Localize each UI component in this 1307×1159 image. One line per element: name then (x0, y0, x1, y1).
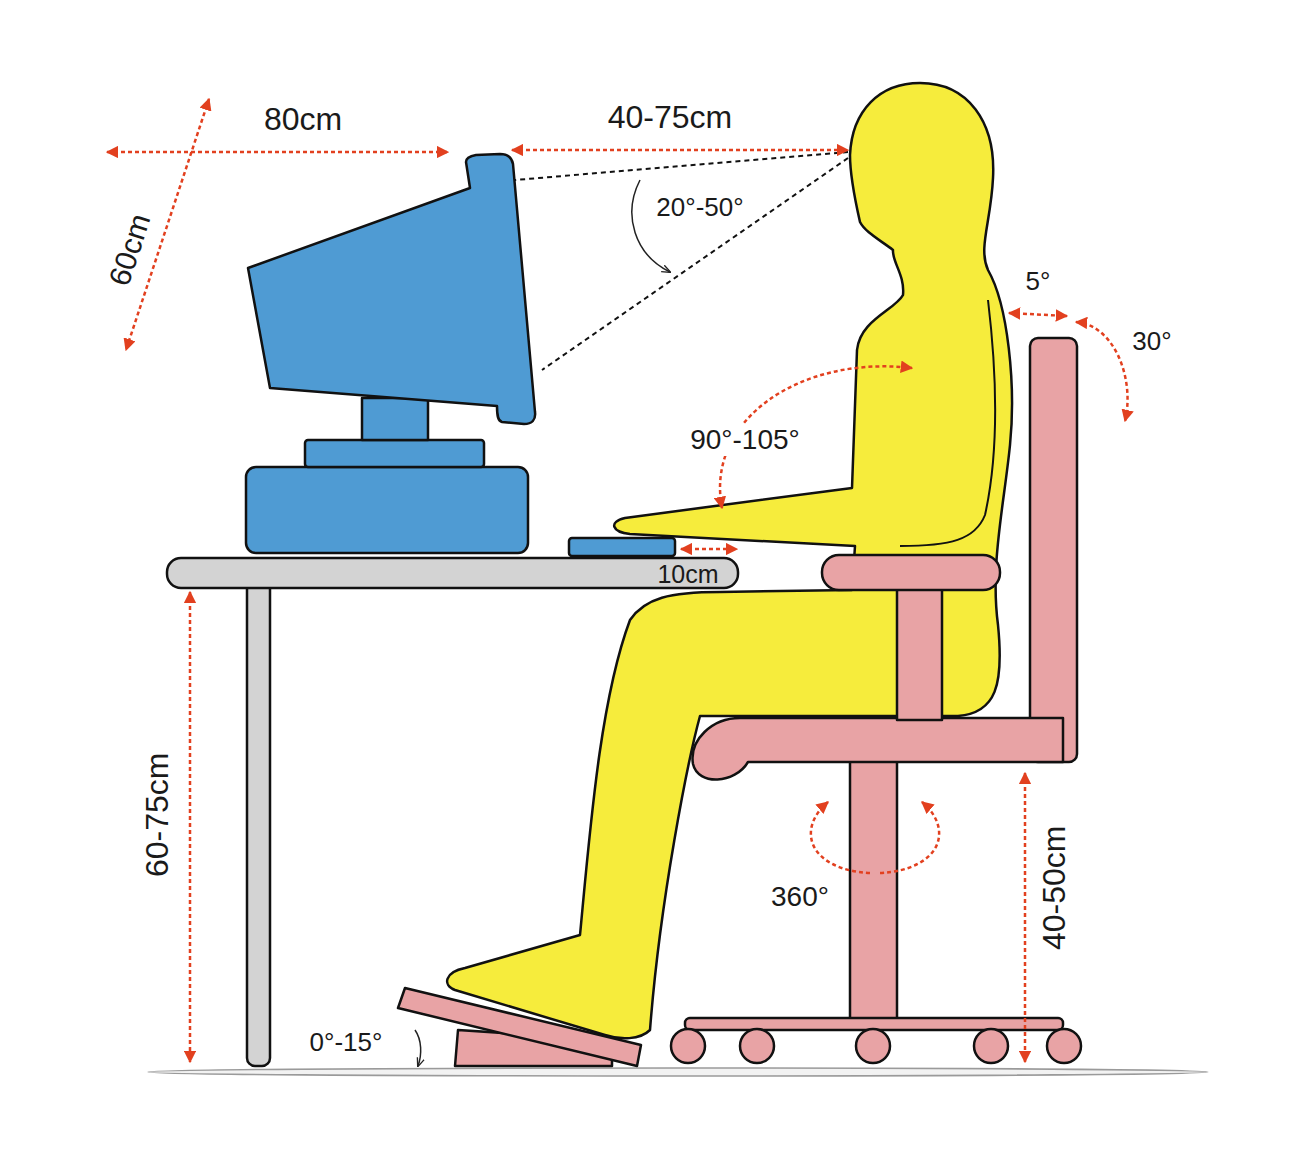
rotation-arrow (880, 802, 939, 873)
chair-wheel (1047, 1029, 1081, 1063)
desk-top (167, 558, 738, 588)
dimension-label: 30° (1129, 327, 1174, 356)
sight-line (515, 152, 848, 180)
footrest (398, 988, 641, 1066)
chair-post (850, 755, 897, 1021)
dimension-label: 0°-15° (307, 1028, 386, 1057)
armrest (822, 555, 1000, 590)
rotation-arrow (811, 802, 870, 873)
dimension-label: 360° (768, 881, 832, 912)
armrest-post (897, 585, 942, 720)
sight-lines (515, 152, 848, 370)
monitor-base (305, 440, 484, 467)
dimension-label: 80cm (261, 102, 345, 138)
dimension-label: 5° (1023, 267, 1054, 296)
chair-back (1030, 338, 1077, 762)
dimension-label-vertical: 40-50cm (1037, 823, 1073, 954)
angle-arrow (1076, 322, 1128, 421)
sight-line (542, 158, 848, 370)
dimension-arrow (681, 548, 737, 551)
chair-wheel (671, 1029, 705, 1063)
person (447, 83, 1012, 1038)
keyboard (569, 538, 675, 556)
desk-leg (247, 580, 270, 1066)
footrest-plate (398, 988, 641, 1066)
dimension-label: 20°-50° (653, 193, 746, 222)
chair-seat (693, 718, 1063, 780)
angle-arrow (1009, 313, 1067, 316)
dimension-arrow (189, 592, 192, 1062)
chair-wheel (740, 1029, 774, 1063)
dimension-label: 90°-105° (687, 424, 803, 455)
dimension-arrows (107, 99, 1128, 1062)
arm-outline (900, 300, 995, 546)
dimension-arrow (1024, 773, 1027, 1062)
monitor-neck (362, 398, 428, 440)
computer (246, 154, 675, 556)
monitor (248, 154, 535, 424)
chair-wheel (856, 1029, 890, 1063)
dimension-arrow (512, 149, 848, 152)
dimension-label: 10cm (654, 560, 721, 588)
dimension-label: 40-75cm (605, 100, 736, 136)
chair (671, 338, 1081, 1063)
computer-case (246, 467, 528, 553)
dimension-label-vertical: 60-75cm (140, 750, 176, 881)
angle-arc (415, 1030, 421, 1066)
floor-line (148, 1068, 1208, 1076)
chair-wheel (974, 1029, 1008, 1063)
dimension-arrow (107, 151, 448, 154)
